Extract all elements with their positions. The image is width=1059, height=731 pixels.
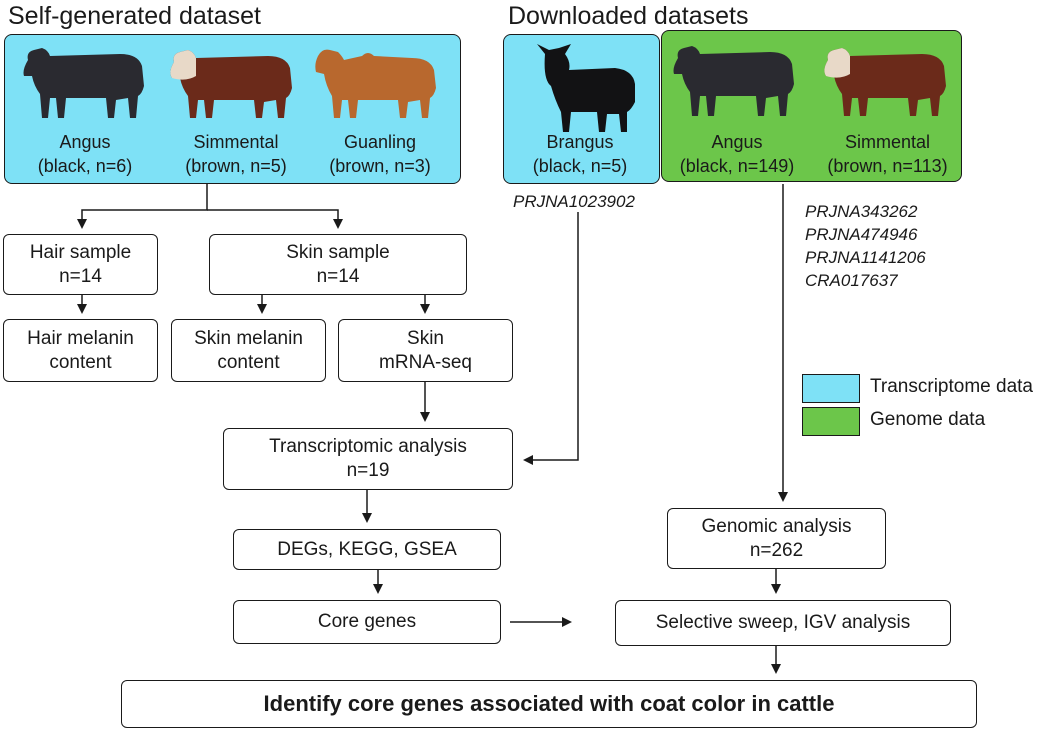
selective-sweep-box: Selective sweep, IGV analysis [615, 600, 951, 646]
genome-simmental-cow-image [824, 48, 946, 116]
hair-sample-box: Hair sample n=14 [3, 234, 158, 295]
angus-label: Angus (black, n=6) [30, 130, 140, 178]
skin-mrna-line1: Skin [407, 327, 444, 349]
transcriptomic-count: n=19 [346, 460, 390, 481]
genomic-box: Genomic analysis n=262 [667, 508, 886, 569]
hair-melanin-line1: Hair melanin [27, 327, 134, 349]
simmental-cow-image [170, 50, 292, 118]
transcriptomic-title: Transcriptomic analysis [269, 436, 467, 457]
skin-sample-count: n=14 [316, 265, 360, 287]
core-genes-box: Core genes [233, 600, 501, 644]
genome-accession: CRA017637 [805, 271, 898, 290]
genome-simmental-label: Simmental (brown, n=113) [820, 130, 955, 178]
angus-detail: (black, n=6) [37, 156, 133, 176]
simmental-label: Simmental (brown, n=5) [176, 130, 296, 178]
genomic-title: Genomic analysis [701, 515, 852, 537]
genome-accession: PRJNA343262 [805, 202, 918, 221]
brangus-label: Brangus (black, n=5) [520, 130, 640, 178]
genomic-count: n=262 [749, 539, 804, 561]
skin-sample-title: Skin sample [286, 241, 390, 263]
degs-box: DEGs, KEGG, GSEA [233, 529, 501, 570]
downloaded-title: Downloaded datasets [508, 2, 749, 30]
genome-simmental-breed: Simmental [844, 132, 931, 152]
angus-breed: Angus [59, 132, 111, 152]
genome-angus-cow-image [673, 46, 794, 116]
genome-accession-list: PRJNA343262 PRJNA474946 PRJNA1141206 CRA… [805, 200, 926, 292]
skin-mrna-box: Skin mRNA-seq [338, 319, 513, 382]
genome-simmental-detail: (brown, n=113) [827, 156, 948, 176]
arrow-to-hair-sample [77, 184, 208, 229]
legend-transcriptome-swatch [802, 374, 860, 403]
brangus-cow-image [537, 44, 635, 132]
arrow-to-skin-sample [207, 209, 343, 229]
legend-genome-swatch [802, 407, 860, 436]
simmental-detail: (brown, n=5) [185, 156, 287, 176]
self-generated-title: Self-generated dataset [8, 2, 261, 30]
skin-melanin-line2: content [217, 351, 280, 373]
selective-sweep-title: Selective sweep, IGV analysis [655, 612, 911, 633]
brangus-accession: PRJNA1023902 [513, 192, 635, 211]
final-goal-title: Identify core genes associated with coat… [263, 691, 835, 716]
guanling-detail: (brown, n=3) [329, 156, 431, 176]
genome-angus-breed: Angus [711, 132, 763, 152]
genome-accession: PRJNA1141206 [805, 248, 926, 267]
arrow-brangus-to-transcriptomic [523, 212, 579, 465]
skin-sample-box: Skin sample n=14 [209, 234, 467, 295]
brangus-breed: Brangus [546, 132, 614, 152]
legend-genome-label: Genome data [870, 409, 986, 430]
angus-cow-image [23, 48, 144, 118]
legend-transcriptome-label: Transcriptome data [870, 376, 1033, 397]
genome-angus-detail: (black, n=149) [679, 156, 795, 176]
brangus-detail: (black, n=5) [532, 156, 628, 176]
core-genes-title: Core genes [317, 611, 417, 632]
guanling-cow-image [315, 49, 436, 118]
guanling-label: Guanling (brown, n=3) [320, 130, 440, 178]
skin-melanin-box: Skin melanin content [171, 319, 326, 382]
degs-title: DEGs, KEGG, GSEA [277, 538, 457, 560]
genome-accession: PRJNA474946 [805, 225, 918, 244]
transcriptomic-box: Transcriptomic analysis n=19 [223, 428, 513, 490]
guanling-breed: Guanling [343, 132, 417, 152]
final-goal-box: Identify core genes associated with coat… [121, 680, 977, 728]
hair-melanin-box: Hair melanin content [3, 319, 158, 382]
hair-melanin-line2: content [49, 351, 112, 373]
simmental-breed: Simmental [193, 132, 279, 152]
skin-melanin-line1: Skin melanin [194, 327, 303, 349]
hair-sample-count: n=14 [59, 265, 102, 287]
hair-sample-title: Hair sample [29, 241, 132, 263]
genome-angus-label: Angus (black, n=149) [672, 130, 802, 178]
skin-mrna-line2: mRNA-seq [379, 351, 472, 373]
